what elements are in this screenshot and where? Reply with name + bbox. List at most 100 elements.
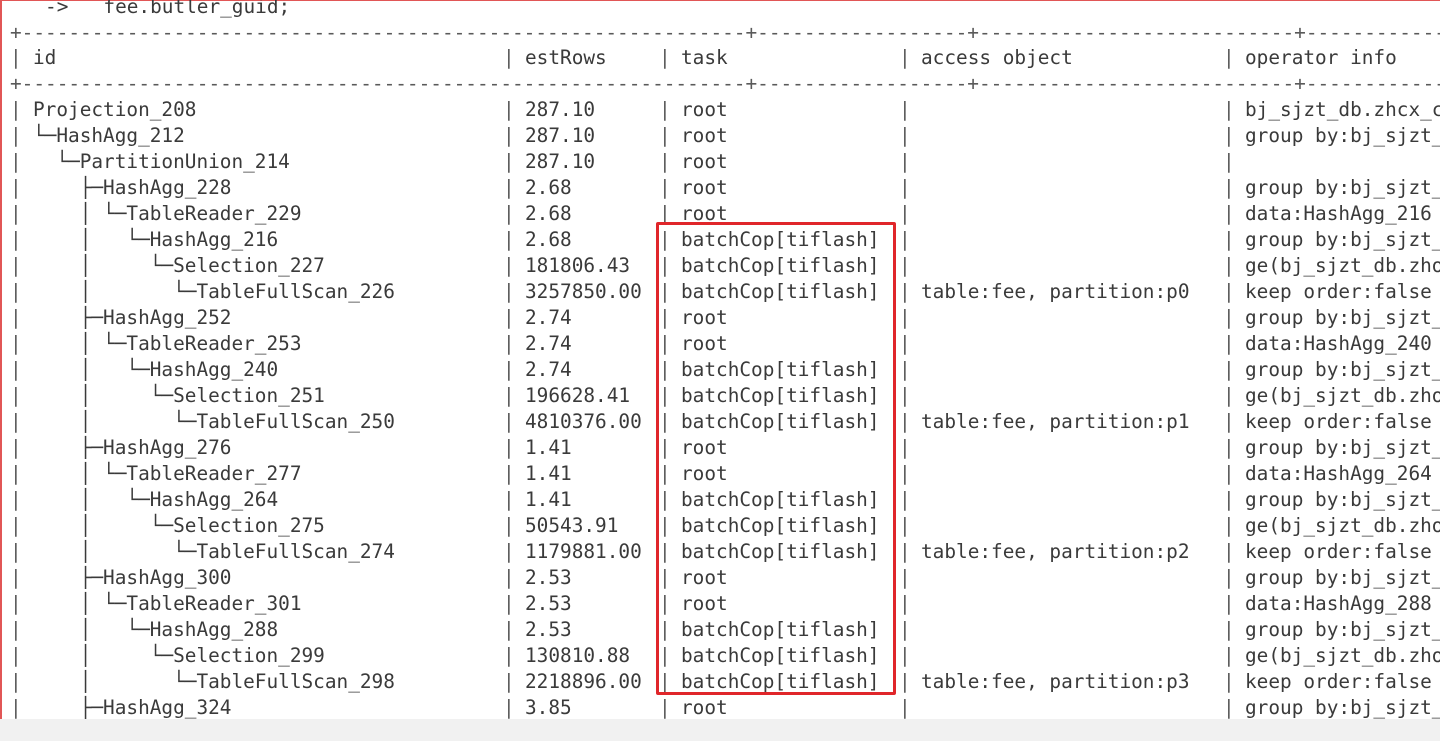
column-divider: |	[1223, 228, 1235, 251]
cell-operator-info: ge(bj_sjzt_db.zho	[1245, 514, 1440, 537]
cell-task: root	[681, 566, 728, 589]
column-header-id: id	[33, 46, 57, 69]
cell-id: ├─HashAgg_228	[33, 176, 232, 199]
column-divider: |	[659, 98, 671, 121]
column-divider: |	[10, 254, 22, 277]
column-header-operator-info: operator info	[1245, 46, 1397, 69]
column-divider: |	[1223, 332, 1235, 355]
cell-id: │ └─Selection_299	[33, 644, 325, 667]
cell-id: │ └─HashAgg_264	[33, 488, 279, 511]
cell-estrows: 130810.88	[525, 644, 631, 667]
cell-task: root	[681, 124, 728, 147]
column-divider: |	[1223, 514, 1235, 537]
cell-operator-info: ge(bj_sjzt_db.zho	[1245, 384, 1440, 407]
column-divider: |	[10, 46, 22, 69]
column-divider: |	[503, 592, 515, 615]
column-divider: |	[899, 150, 911, 173]
column-divider: |	[899, 644, 911, 667]
cell-access-object: table:fee, partition:p3	[921, 670, 1190, 693]
column-divider: |	[899, 332, 911, 355]
column-divider: |	[659, 358, 671, 381]
cell-estrows: 287.10	[525, 150, 596, 173]
cell-task: batchCop[tiflash]	[681, 254, 880, 277]
cell-estrows: 2.74	[525, 306, 572, 329]
cell-estrows: 2.68	[525, 202, 572, 225]
column-divider: |	[659, 306, 671, 329]
cell-operator-info: ge(bj_sjzt_db.zho	[1245, 644, 1440, 667]
cell-id: │ └─Selection_275	[33, 514, 325, 537]
cell-estrows: 2.53	[525, 566, 572, 589]
column-divider: |	[503, 566, 515, 589]
column-divider: |	[659, 566, 671, 589]
cell-operator-info: data:HashAgg_288	[1245, 592, 1432, 615]
column-divider: |	[899, 488, 911, 511]
column-divider: |	[10, 410, 22, 433]
column-divider: |	[899, 462, 911, 485]
column-divider: |	[10, 644, 22, 667]
window-top-border	[2, 0, 1440, 1]
column-divider: |	[659, 280, 671, 303]
column-divider: |	[503, 332, 515, 355]
cell-operator-info: bj_sjzt_db.zhcx_c	[1245, 98, 1440, 121]
column-divider: |	[503, 176, 515, 199]
cell-operator-info: group by:bj_sjzt_	[1245, 306, 1440, 329]
column-divider: |	[10, 462, 22, 485]
cell-id: │ └─TableFullScan_250	[33, 410, 395, 433]
cell-access-object: table:fee, partition:p2	[921, 540, 1190, 563]
column-divider: |	[659, 436, 671, 459]
column-divider: |	[1223, 488, 1235, 511]
column-divider: |	[1223, 670, 1235, 693]
column-divider: |	[899, 358, 911, 381]
column-divider: |	[899, 254, 911, 277]
column-divider: |	[659, 176, 671, 199]
column-divider: |	[503, 618, 515, 641]
cell-task: batchCop[tiflash]	[681, 384, 880, 407]
cell-access-object: table:fee, partition:p0	[921, 280, 1190, 303]
cell-operator-info: group by:bj_sjzt_	[1245, 176, 1440, 199]
column-divider: |	[1223, 150, 1235, 173]
column-divider: |	[503, 670, 515, 693]
cell-estrows: 1.41	[525, 462, 572, 485]
column-divider: |	[10, 592, 22, 615]
column-divider: |	[1223, 696, 1235, 719]
column-divider: |	[10, 98, 22, 121]
cell-operator-info: group by:bj_sjzt_	[1245, 436, 1440, 459]
column-divider: |	[659, 410, 671, 433]
column-divider: |	[659, 462, 671, 485]
cell-operator-info: ge(bj_sjzt_db.zho	[1245, 254, 1440, 277]
cell-task: batchCop[tiflash]	[681, 488, 880, 511]
column-divider: |	[1223, 644, 1235, 667]
cell-operator-info: group by:bj_sjzt_	[1245, 228, 1440, 251]
cell-operator-info: data:HashAgg_240	[1245, 332, 1432, 355]
column-divider: |	[503, 280, 515, 303]
cell-task: root	[681, 332, 728, 355]
cell-task: root	[681, 202, 728, 225]
column-divider: |	[10, 332, 22, 355]
cell-task: root	[681, 176, 728, 199]
column-divider: |	[659, 124, 671, 147]
cell-estrows: 2218896.00	[525, 670, 642, 693]
table-separator-top: +---------------------------------------…	[10, 21, 1440, 44]
column-divider: |	[1223, 384, 1235, 407]
column-divider: |	[1223, 176, 1235, 199]
query-tail-line: -> fee.butler_guid;	[10, 0, 291, 18]
column-divider: |	[899, 566, 911, 589]
column-divider: |	[899, 410, 911, 433]
column-divider: |	[899, 618, 911, 641]
cell-id: │ └─TableFullScan_226	[33, 280, 395, 303]
column-divider: |	[1223, 98, 1235, 121]
cell-id: │ └─TableReader_277	[33, 462, 302, 485]
cell-estrows: 2.53	[525, 618, 572, 641]
cell-estrows: 196628.41	[525, 384, 631, 407]
column-divider: |	[1223, 124, 1235, 147]
column-divider: |	[659, 696, 671, 719]
cell-task: batchCop[tiflash]	[681, 618, 880, 641]
column-divider: |	[1223, 202, 1235, 225]
column-divider: |	[899, 280, 911, 303]
cell-operator-info: group by:bj_sjzt_	[1245, 358, 1440, 381]
column-divider: |	[899, 592, 911, 615]
column-divider: |	[10, 150, 22, 173]
cell-estrows: 50543.91	[525, 514, 619, 537]
cell-id: │ └─TableFullScan_274	[33, 540, 395, 563]
cell-id: │ └─HashAgg_216	[33, 228, 279, 251]
